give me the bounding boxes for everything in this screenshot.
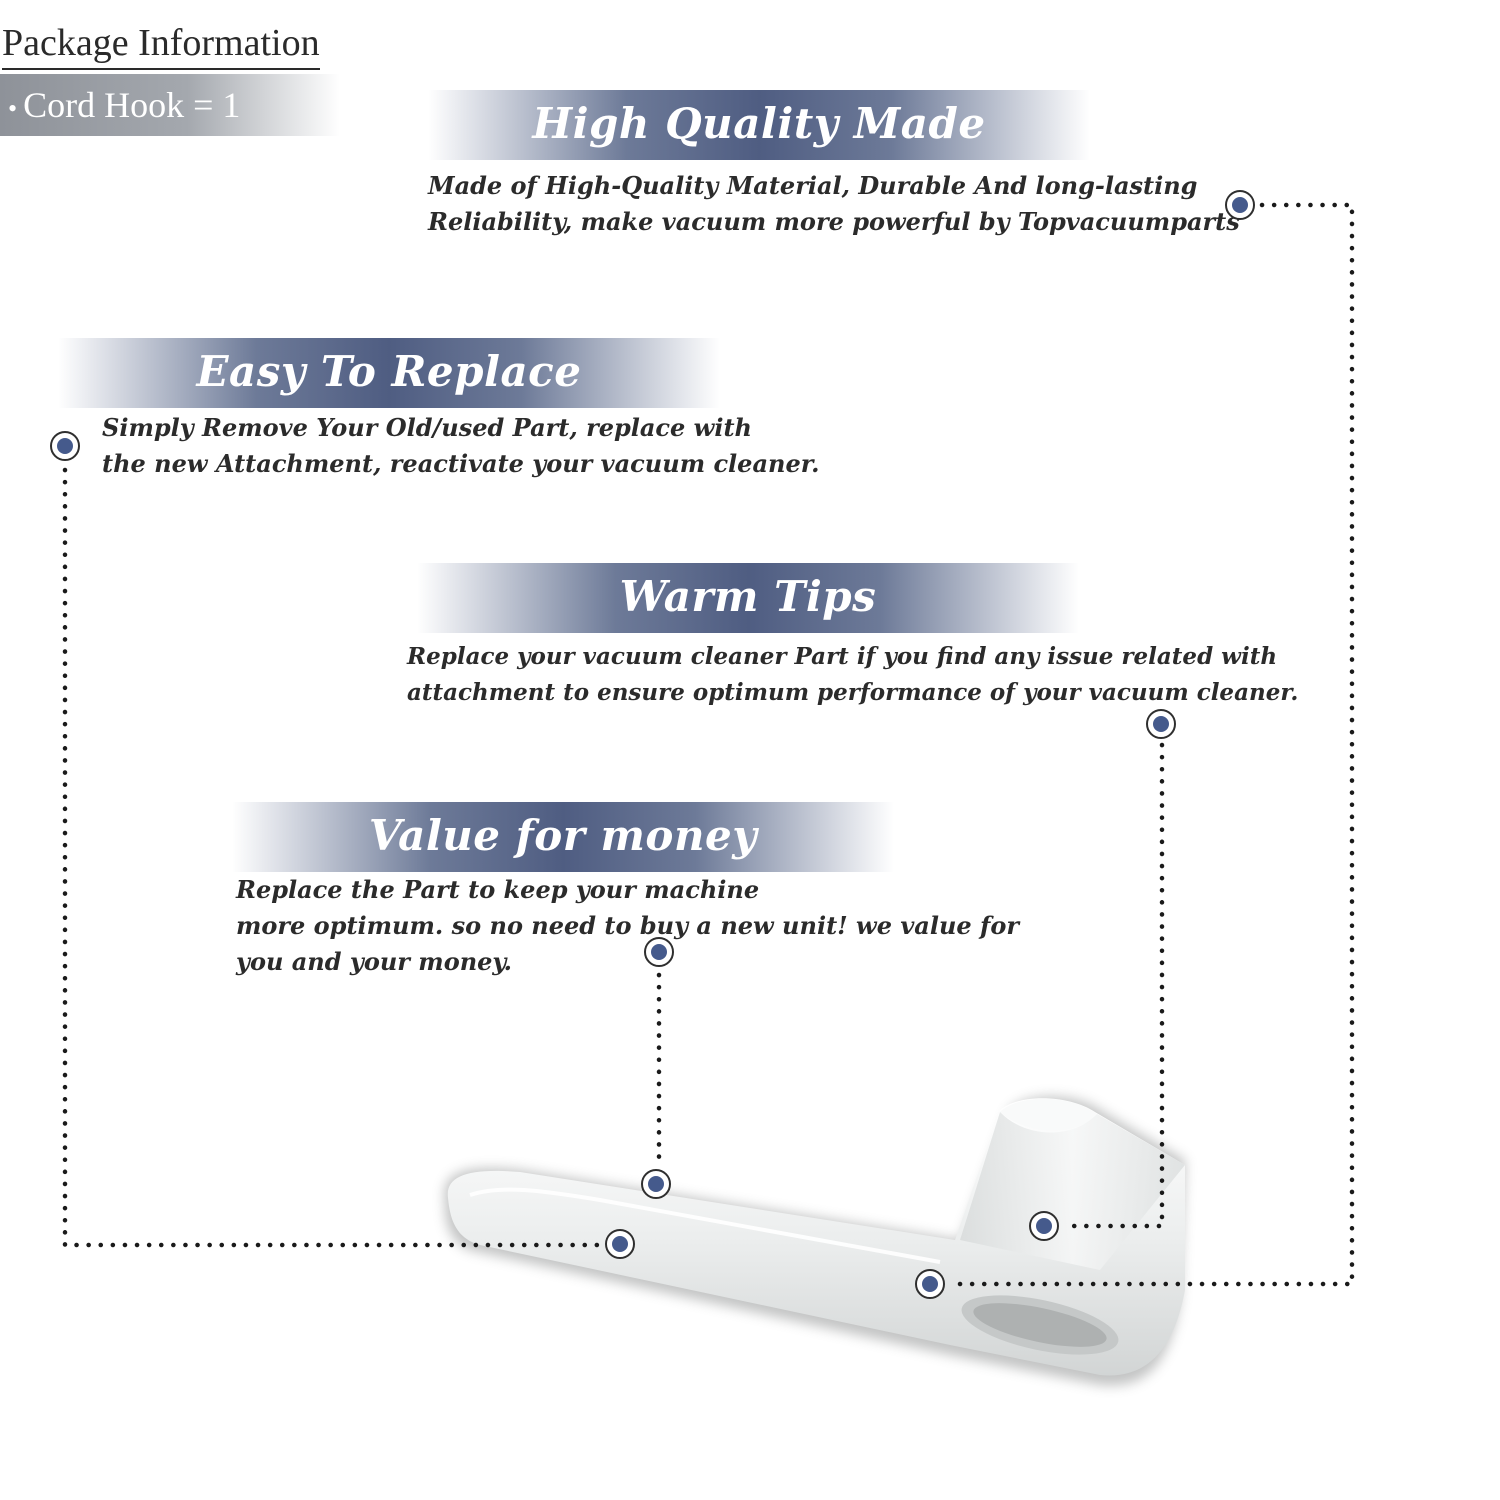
value-line-3: you and your money. xyxy=(236,947,512,976)
high-quality-line-2: Reliability, make vacuum more powerful b… xyxy=(428,207,1240,236)
value-money-description: Replace the Part to keep your machine mo… xyxy=(236,872,1019,980)
marker-product-base-icon xyxy=(915,1269,945,1299)
package-information-title: Package Information xyxy=(2,22,320,70)
connector-warm-tips xyxy=(1062,742,1165,1229)
connector-easy-replace xyxy=(62,467,603,1248)
connector-high-quality xyxy=(945,202,1355,1287)
marker-warm-tips-icon xyxy=(1146,709,1176,739)
high-quality-line-1: Made of High-Quality Material, Durable A… xyxy=(428,171,1198,200)
warm-tips-line-1: Replace your vacuum cleaner Part if you … xyxy=(407,643,1278,670)
marker-product-arm-icon xyxy=(605,1229,635,1259)
warm-tips-line-2: attachment to ensure optimum performance… xyxy=(407,679,1299,706)
banner-warm-tips-title: Warm Tips xyxy=(619,572,877,621)
banner-warm-tips: Warm Tips xyxy=(417,563,1079,633)
package-item-text: Cord Hook = 1 xyxy=(23,85,241,125)
banner-value-money-title: Value for money xyxy=(368,811,758,860)
banner-high-quality-title: High Quality Made xyxy=(532,99,986,148)
marker-value-money-icon xyxy=(644,937,674,967)
easy-replace-line-1: Simply Remove Your Old/used Part, replac… xyxy=(102,413,752,442)
marker-easy-replace-icon xyxy=(50,431,80,461)
marker-product-top-icon xyxy=(641,1169,671,1199)
banner-value-money: Value for money xyxy=(232,802,894,872)
easy-replace-description: Simply Remove Your Old/used Part, replac… xyxy=(102,410,820,482)
package-item-badge: •Cord Hook = 1 xyxy=(0,74,340,136)
bullet-icon: • xyxy=(8,94,18,123)
value-line-2: more optimum. so no need to buy a new un… xyxy=(236,911,1019,940)
high-quality-description: Made of High-Quality Material, Durable A… xyxy=(428,168,1240,240)
marker-product-post-icon xyxy=(1029,1211,1059,1241)
warm-tips-description: Replace your vacuum cleaner Part if you … xyxy=(407,639,1298,711)
banner-high-quality: High Quality Made xyxy=(428,90,1090,160)
banner-easy-replace: Easy To Replace xyxy=(58,338,720,408)
banner-easy-replace-title: Easy To Replace xyxy=(196,347,582,396)
value-line-1: Replace the Part to keep your machine xyxy=(236,875,760,904)
easy-replace-line-2: the new Attachment, reactivate your vacu… xyxy=(102,449,820,478)
marker-high-quality-icon xyxy=(1225,190,1255,220)
